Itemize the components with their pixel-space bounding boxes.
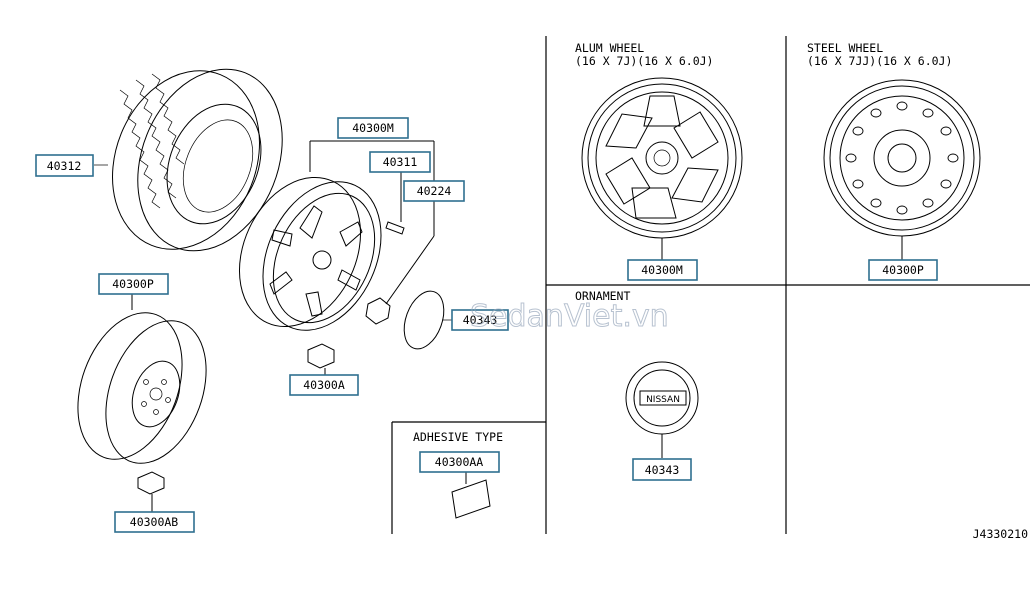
part-label-alloy-assembly[interactable]: 40300M (337, 117, 409, 139)
svg-text:40300AB: 40300AB (130, 515, 179, 529)
steel-wheel-sizes: (16 X 7JJ)(16 X 6.0J) (807, 54, 952, 68)
svg-text:40224: 40224 (417, 184, 452, 198)
ornament-title: ORNAMENT (575, 289, 630, 303)
part-label-steel-wheel[interactable]: 40300P (868, 259, 938, 281)
watermark: SedanViet.vn (470, 299, 669, 334)
part-label-alum-wheel[interactable]: 40300M (627, 259, 698, 281)
alum-wheel-sizes: (16 X 7J)(16 X 6.0J) (575, 54, 713, 68)
svg-text:40300P: 40300P (112, 277, 154, 291)
svg-text:40300AA: 40300AA (435, 455, 484, 469)
part-label-nut[interactable]: 40224 (403, 180, 465, 202)
alum-wheel-title: ALUM WHEEL (575, 41, 644, 55)
alloy-wheel-assembly-drawing (238, 140, 452, 375)
svg-text:40300M: 40300M (641, 263, 683, 277)
diagram-code: J4330210 (973, 527, 1028, 541)
section-dividers (391, 36, 1030, 534)
adhesive-weight-drawing (451, 472, 491, 519)
adhesive-type-title: ADHESIVE TYPE (413, 430, 503, 444)
svg-text:40312: 40312 (47, 159, 82, 173)
part-label-valve[interactable]: 40311 (369, 151, 431, 173)
part-label-adhesive-weight[interactable]: 40300AA (419, 451, 500, 473)
part-label-weight-clip[interactable]: 40300A (289, 374, 359, 396)
part-label-spare-wheel[interactable]: 40300P (98, 273, 169, 295)
part-label-tire[interactable]: 40312 (35, 154, 94, 177)
part-label-ornament[interactable]: 40343 (632, 458, 692, 481)
part-label-weight-clip-spare[interactable]: 40300AB (114, 511, 195, 533)
ornament-logo-text: NISSAN (646, 395, 680, 405)
svg-text:40343: 40343 (463, 313, 498, 327)
steel-wheel-drawing (823, 79, 981, 260)
svg-text:40311: 40311 (383, 155, 418, 169)
svg-text:40300A: 40300A (303, 378, 345, 392)
svg-text:40343: 40343 (645, 463, 680, 477)
part-label-ornament-small[interactable]: 40343 (451, 309, 509, 331)
svg-text:40300M: 40300M (352, 121, 394, 135)
tire-drawing (94, 68, 283, 252)
steel-wheel-title: STEEL WHEEL (807, 41, 883, 55)
ornament-drawing: NISSAN (625, 361, 699, 458)
svg-text:40300P: 40300P (882, 263, 924, 277)
spare-wheel-drawing (77, 294, 207, 512)
alum-wheel-drawing (581, 77, 743, 260)
